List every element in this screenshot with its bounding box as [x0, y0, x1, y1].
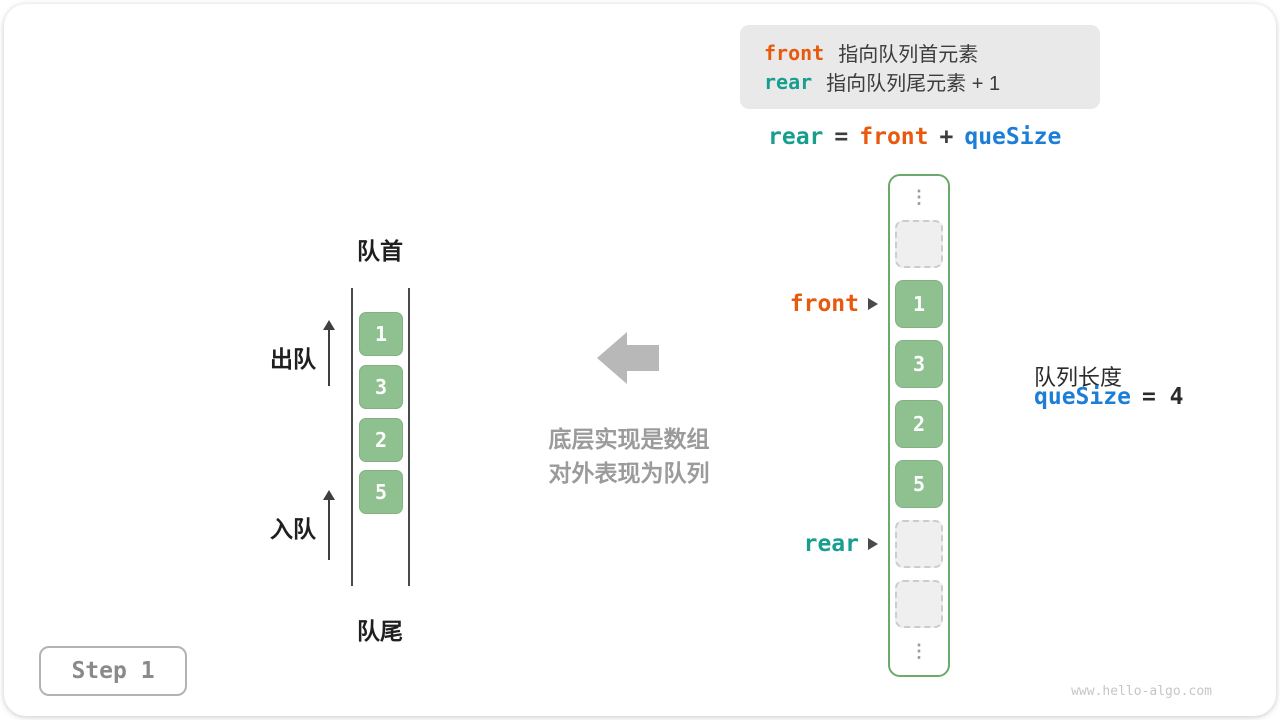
front-pointer: front	[748, 290, 878, 318]
array-cell-filled: 5	[895, 460, 943, 508]
arrow-tip	[597, 332, 627, 384]
step-badge: Step 1	[39, 646, 187, 696]
queue-cell: 1	[359, 312, 403, 356]
left-arrow-icon	[597, 332, 661, 384]
note-line-1: 底层实现是数组	[548, 426, 710, 452]
rear-pointer-label: rear	[803, 531, 859, 557]
canvas-card: front 指向队列首元素 rear 指向队列尾元素 + 1 rear = fr…	[4, 4, 1276, 716]
queue-cell: 2	[359, 418, 403, 462]
queue-right-rail	[408, 288, 410, 586]
enqueue-arrow-icon	[322, 490, 336, 560]
array-cell-filled: 2	[895, 400, 943, 448]
array-cell-empty	[895, 580, 943, 628]
formula-plus: +	[939, 124, 954, 150]
watermark: www.hello-algo.com	[1071, 684, 1212, 699]
dequeue-arrow-icon	[322, 320, 336, 386]
quesize-keyword: queSize	[1034, 384, 1131, 410]
legend-row-front: front 指向队列首元素	[764, 38, 1076, 67]
formula-rear: rear	[768, 124, 824, 150]
rear-description: 指向队列尾元素 + 1	[826, 73, 1001, 95]
rear-keyword: rear	[764, 69, 813, 94]
quesize-line: queSize = 4	[1034, 384, 1183, 410]
ellipsis-top: ⋮	[910, 187, 928, 207]
queue-cell: 5	[359, 470, 403, 514]
note-line-2: 对外表现为队列	[548, 460, 710, 486]
queue-left-rail	[351, 288, 353, 586]
pointer-arrow-icon	[868, 538, 878, 550]
array-container: ⋮ 1 3 2 5 ⋮	[888, 174, 950, 677]
queue-head-label: 队首	[357, 238, 403, 264]
arrow-head-icon	[323, 320, 335, 330]
front-description: 指向队列首元素	[838, 44, 979, 66]
queue-length-label: 队列长度	[1034, 365, 1123, 390]
ellipsis-bottom: ⋮	[910, 641, 928, 661]
formula-front: front	[859, 124, 929, 150]
queue-cell: 3	[359, 365, 403, 409]
queue-tail-label: 队尾	[357, 618, 403, 644]
quesize-value: = 4	[1141, 384, 1184, 410]
rear-pointer: rear	[748, 530, 878, 558]
front-keyword: front	[764, 40, 825, 65]
array-cell-empty	[895, 520, 943, 568]
legend-box: front 指向队列首元素 rear 指向队列尾元素 + 1	[740, 25, 1100, 109]
front-pointer-label: front	[789, 291, 859, 317]
arrow-line	[328, 500, 330, 560]
formula-line: rear = front + queSize	[768, 124, 1072, 150]
array-cell-filled: 1	[895, 280, 943, 328]
dequeue-label: 出队	[270, 346, 316, 372]
array-cell-empty	[895, 220, 943, 268]
formula-equals: =	[834, 124, 849, 150]
legend-row-rear: rear 指向队列尾元素 + 1	[764, 67, 1076, 96]
pointer-arrow-icon	[868, 298, 878, 310]
array-cell-filled: 3	[895, 340, 943, 388]
enqueue-label: 入队	[270, 516, 316, 542]
formula-quesize: queSize	[964, 124, 1062, 150]
arrow-head-icon	[323, 490, 335, 500]
arrow-line	[328, 330, 330, 386]
arrow-tail	[627, 345, 659, 371]
